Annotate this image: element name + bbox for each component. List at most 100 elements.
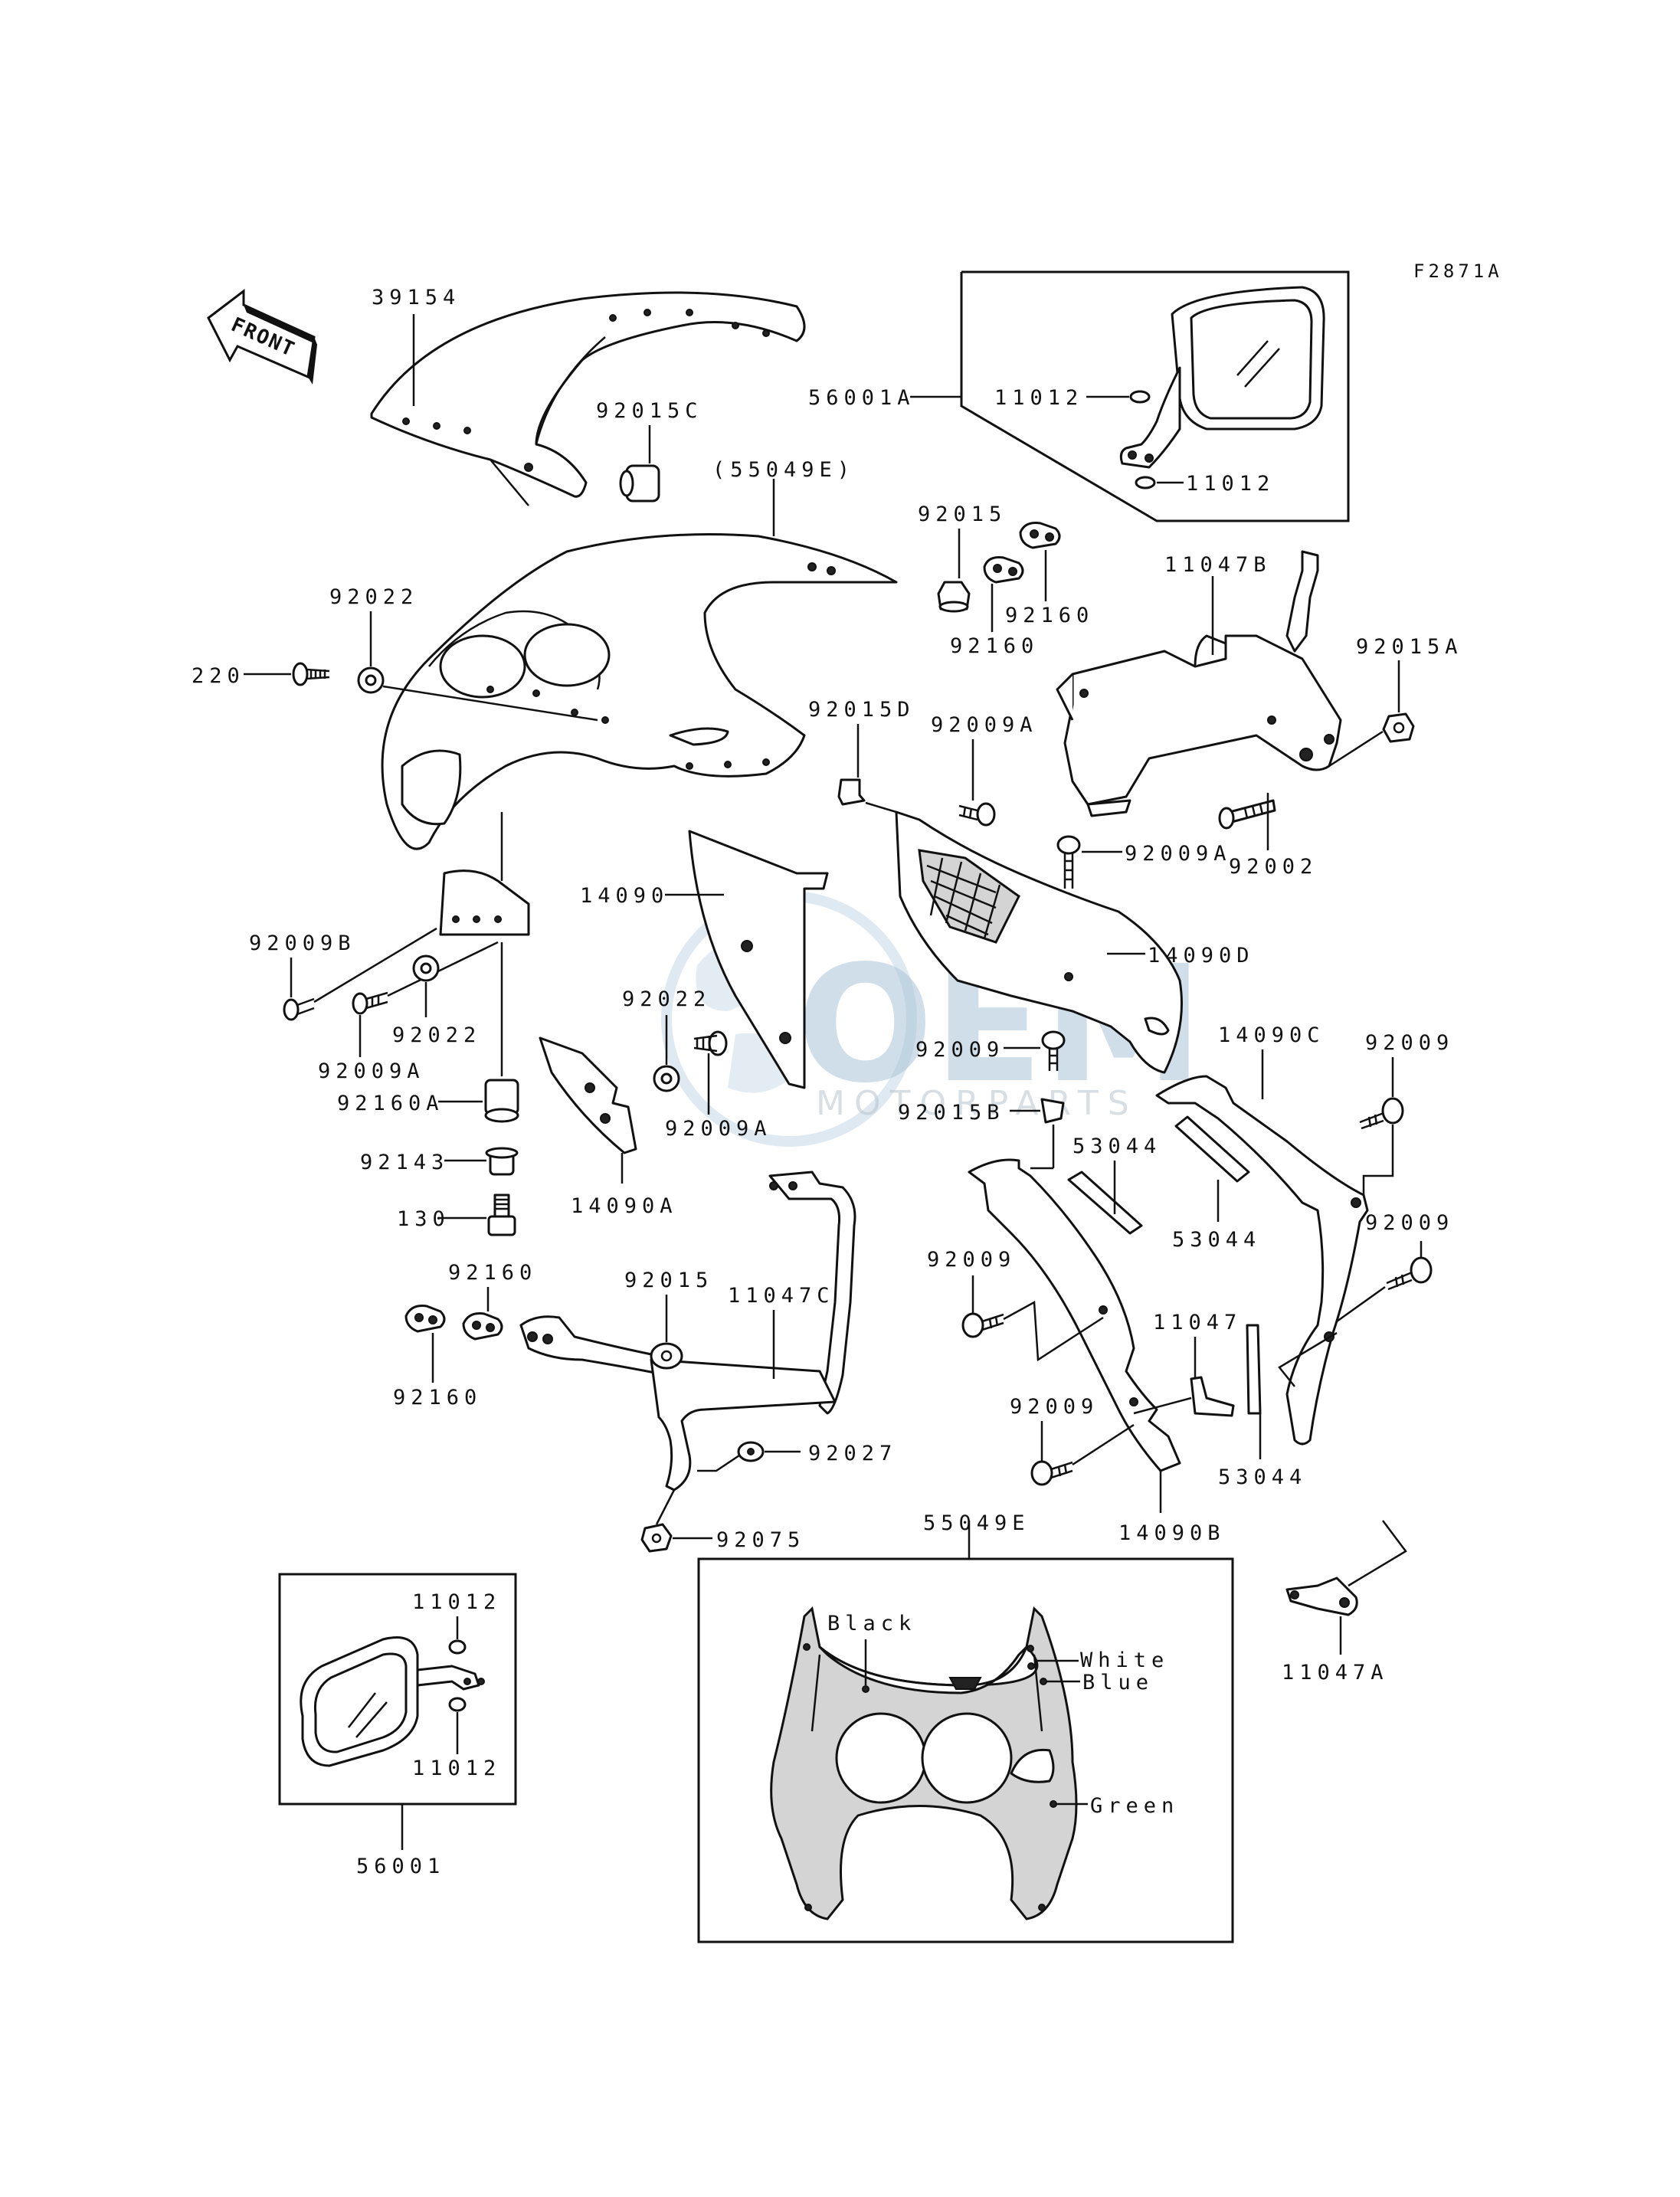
wire-label-black: Black — [827, 1612, 916, 1635]
figure-code: F2871A — [1413, 260, 1503, 282]
label-11047A: 11047A — [1282, 1661, 1389, 1685]
label-14090: 14090 — [580, 884, 669, 908]
screw-92009-r2 — [1336, 1241, 1433, 1323]
washer-92022-mid — [653, 1015, 680, 1092]
plate-92160-d — [404, 1305, 446, 1383]
label-11012-d: 11012 — [412, 1757, 501, 1780]
bush-92160A — [438, 1079, 519, 1123]
label-56001A: 56001A — [808, 386, 915, 410]
screw-220 — [244, 662, 330, 686]
lower-panel-14090B — [968, 1158, 1181, 1513]
small-panel-14090A — [539, 1036, 637, 1184]
nut-92015-top — [937, 529, 971, 613]
label-92022-top: 92022 — [329, 585, 418, 609]
label-92022-mid: 92022 — [622, 987, 711, 1011]
label-92009A-top: 92009A — [931, 713, 1038, 737]
washer-92022-left — [412, 954, 440, 1017]
grommet-92027 — [697, 1441, 801, 1472]
label-130: 130 — [397, 1207, 450, 1231]
wire-label-white: White — [1080, 1649, 1169, 1672]
label-92015-top: 92015 — [918, 503, 1007, 526]
strip-53044-c — [1246, 1324, 1262, 1459]
label-11047: 11047 — [1153, 1311, 1242, 1334]
watermark-sub: MOTORPARTS — [816, 1084, 1138, 1123]
stay-11047C — [519, 1171, 856, 1491]
screw-92009A-low — [693, 1030, 728, 1115]
inner-panel-14090 — [665, 830, 829, 1089]
label-92160-a: 92160 — [950, 634, 1039, 658]
mirror-box-56001 — [278, 1573, 517, 1850]
nut-92075 — [640, 1489, 712, 1553]
label-14090A: 14090A — [571, 1194, 678, 1218]
label-220: 220 — [192, 664, 245, 688]
label-92015B: 92015B — [898, 1101, 1005, 1125]
air-duct-14090D — [895, 810, 1183, 1074]
label-11012-a: 11012 — [994, 386, 1083, 410]
label-92015C: 92015C — [596, 399, 703, 423]
label-92009-r2: 92009 — [1365, 1211, 1454, 1235]
plate-92160-b — [1019, 522, 1061, 601]
cowl-bracket — [439, 869, 530, 936]
label-56001: 56001 — [356, 1855, 445, 1878]
label-92160-c: 92160 — [448, 1261, 537, 1285]
label-39154: 39154 — [372, 286, 460, 309]
wire-label-green: Green — [1090, 1794, 1179, 1818]
label-11047B: 11047B — [1164, 553, 1272, 577]
label-92009B: 92009B — [249, 932, 356, 955]
label-92009A-left: 92009A — [318, 1059, 425, 1083]
label-92009-low2: 92009 — [1010, 1395, 1099, 1419]
label-53044-a: 53044 — [1073, 1135, 1161, 1158]
screw-92009-mid — [1004, 1030, 1066, 1071]
side-panel-14090C — [1155, 1049, 1369, 1446]
cowl-front-view — [770, 1606, 1078, 1920]
bolt-130 — [440, 1193, 516, 1236]
label-11012-c: 11012 — [412, 1590, 501, 1614]
label-14090C: 14090C — [1218, 1023, 1325, 1047]
screw-92009B — [283, 927, 437, 1021]
mirror-56001-icon — [300, 1636, 485, 1767]
clip-92015D — [837, 724, 897, 814]
upper-cowl-top-39154 — [370, 291, 806, 506]
label-11047C: 11047C — [728, 1284, 835, 1308]
mirror-56001A-icon — [1119, 286, 1325, 469]
nut-92015-low — [650, 1295, 683, 1370]
nut-92015A — [1328, 660, 1415, 768]
strip-53044-b — [1174, 1115, 1250, 1222]
label-92009-r1: 92009 — [1365, 1031, 1454, 1055]
screw-92009-r1 — [1359, 1057, 1404, 1195]
label-92160A: 92160A — [337, 1092, 444, 1115]
front-arrow-icon: FRONT — [207, 288, 317, 385]
screw-92009-low1 — [961, 1275, 1104, 1362]
label-53044-b: 53044 — [1172, 1228, 1261, 1252]
cowl-front-box-55049E — [697, 1521, 1234, 1943]
label-92009A-mid: 92009A — [1125, 842, 1232, 866]
screw-92009A-top — [958, 739, 996, 827]
label-14090D: 14090D — [1148, 944, 1255, 968]
label-92022-left: 92022 — [392, 1023, 481, 1047]
clip-92015B — [1010, 1098, 1065, 1170]
upper-cowl-55049E — [381, 479, 898, 881]
strip-53044-a — [1067, 1161, 1143, 1235]
label-92009-mid: 92009 — [915, 1038, 1004, 1062]
label-92009A-low: 92009A — [665, 1117, 772, 1141]
label-53044-c: 53044 — [1218, 1465, 1307, 1489]
washer-92022-top — [357, 611, 598, 722]
label-92009-low1: 92009 — [927, 1248, 1016, 1272]
label-92075: 92075 — [716, 1528, 805, 1552]
stay-11047A — [1285, 1520, 1407, 1655]
label-55049E-paren: (55049E) — [712, 458, 855, 482]
collar-92143 — [444, 1147, 519, 1176]
grommet-92015C — [619, 425, 660, 503]
screw-92009-low2 — [1030, 1421, 1135, 1486]
stay-11047B — [1056, 550, 1342, 817]
label-92015-low: 92015 — [624, 1269, 713, 1292]
label-92027: 92027 — [808, 1442, 897, 1465]
screw-92009A-left — [352, 941, 499, 1057]
label-92160-d: 92160 — [393, 1386, 482, 1410]
label-92015D: 92015D — [808, 698, 915, 722]
mirror-box-56001A — [910, 270, 1350, 522]
label-92143: 92143 — [360, 1151, 449, 1174]
label-92160-b: 92160 — [1005, 604, 1094, 627]
